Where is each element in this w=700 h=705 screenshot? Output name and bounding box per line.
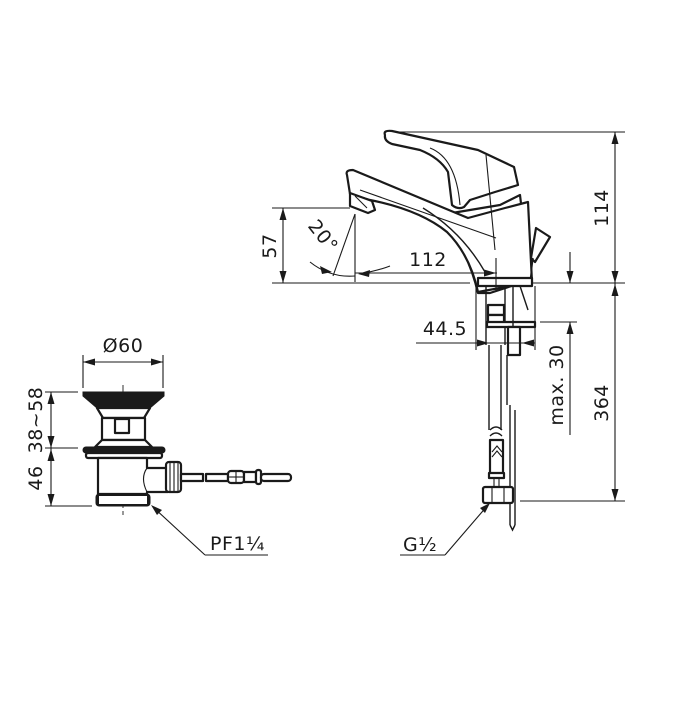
dim-label-handle-height: 114 xyxy=(591,189,613,227)
dim-label-flange-diameter: Ø60 xyxy=(103,335,144,357)
aerator-detail xyxy=(354,195,368,209)
waste-flange xyxy=(82,391,165,409)
dim-label-spout-reach: 112 xyxy=(409,249,447,271)
rod-coupling xyxy=(242,470,258,484)
spout-inner-line xyxy=(359,189,497,239)
dim-spout-reach: 112 xyxy=(355,249,497,290)
dim-label-spout-height: 57 xyxy=(259,233,281,258)
waste-shoulder xyxy=(93,438,154,449)
lift-rod-end xyxy=(259,472,293,483)
waste-lower-body xyxy=(96,456,170,496)
dim-shank-width: 44.5 xyxy=(416,286,536,350)
dim-label-counter-thickness: max. 30 xyxy=(546,344,568,425)
waste-window xyxy=(113,417,131,435)
leader-connection-thread: G½ xyxy=(400,503,490,556)
faucet-view: 57 20° 112 114 xyxy=(259,129,625,556)
dim-label-body-height: 46 xyxy=(25,465,47,490)
handle-center-line xyxy=(485,154,496,251)
leader-outlet-thread: PF1¼ xyxy=(151,505,268,556)
dim-spout-angle: 20° xyxy=(303,213,391,282)
mixer-base xyxy=(476,276,534,288)
flange-neck xyxy=(95,406,152,420)
waste-outlet-inner xyxy=(99,496,147,504)
dim-spout-height: 57 xyxy=(259,207,350,283)
popup-knob xyxy=(529,226,552,264)
spout-arm xyxy=(345,168,534,294)
spout-under-curve xyxy=(422,207,486,273)
dim-counter-thickness: max. 30 xyxy=(540,252,577,435)
dim-hose-length: 364 xyxy=(520,283,625,502)
dim-waste-heights: 38~58 46 xyxy=(25,387,92,507)
dim-label-outlet-thread: PF1¼ xyxy=(210,533,265,555)
dim-label-adjust-range: 38~58 xyxy=(25,387,47,454)
dim-label-hose-length: 364 xyxy=(591,384,613,422)
outlet-junction xyxy=(142,467,148,493)
handle-curve xyxy=(429,147,461,206)
lift-rod-1 xyxy=(179,472,205,483)
dim-flange-diameter: Ø60 xyxy=(82,335,164,388)
shank-assembly xyxy=(481,285,537,532)
waste-view: Ø60 38~58 46 PF1¼ xyxy=(25,335,293,556)
lift-rod-2 xyxy=(204,472,230,483)
dim-handle-height: 114 xyxy=(395,131,625,283)
dim-label-spout-angle: 20° xyxy=(303,216,342,257)
dim-label-shank-width: 44.5 xyxy=(423,318,467,340)
dim-label-connection-thread: G½ xyxy=(403,534,437,556)
